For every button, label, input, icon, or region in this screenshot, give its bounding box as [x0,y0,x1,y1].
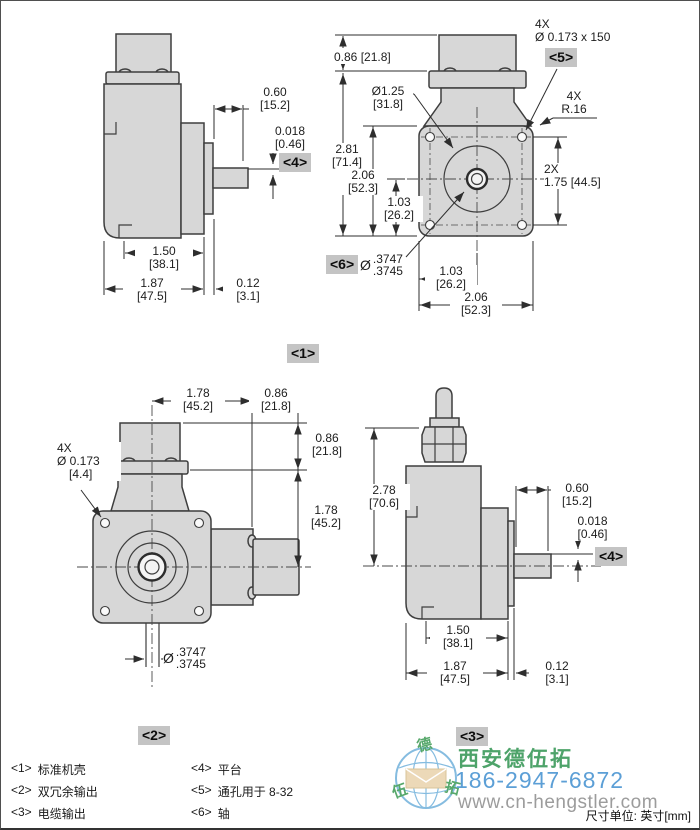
dim-body-width: 1.50[38.1] [135,245,193,271]
dim-height-center: 1.03[26.2] [375,196,423,222]
dim-cable-height-total: 2.78[70.6] [358,484,410,510]
legend-item-4: <4>平台 [191,761,242,777]
callout-tag-4-cable: <4> [595,547,628,566]
legend-item-1: <1>标准机壳 [11,761,86,777]
dim-cable-body-width: 1.50[38.1] [430,624,486,650]
dim-height-flange: 2.06[52.3] [339,169,387,195]
dual-output-view-drawing [77,395,311,689]
top-side-view-drawing [103,33,283,295]
legend-item-6: <6>轴 [191,805,230,821]
dim-dual-holes: 4X Ø 0.173 [4.4] [57,442,121,481]
dim-connector-height: 0.86 [21.8] [334,51,418,64]
front-view-drawing [335,34,597,311]
dim-total-width: 1.87[47.5] [123,277,181,303]
dim-cable-shaft-length: 0.60[15.2] [551,482,603,508]
unit-note: 尺寸单位: 英寸[mm] [585,809,691,823]
dim-cable-shaft-flat: 0.018[0.46] [565,515,620,541]
dim-width-flange: 2.06[52.3] [450,291,502,317]
cable-view-drawing [363,387,601,680]
callout-tag-1: <1> [287,344,320,363]
dim-dual-height-conn: 1.78[45.2] [301,504,351,530]
dim-shaft-diameter-dual: Ø .3747.3745 [163,645,206,671]
dim-cable-plate-thickness: 0.12[3.1] [532,660,582,686]
dim-shaft-flat: 0.018[0.46] [263,125,317,151]
dim-shaft-diameter-front: Ø .3747.3745 [360,252,403,278]
legend-item-2: <2>双冗余输出 [11,783,98,799]
dim-dual-width-conn: 1.78[45.2] [171,387,225,413]
dim-cable-total-width: 1.87[47.5] [427,660,483,686]
callout-tag-2: <2> [138,726,171,745]
legend-item-3: <3>电缆输出 [11,805,86,821]
callout-tag-3: <3> [456,727,489,746]
dim-height-total: 2.81[71.4] [325,143,369,169]
dim-dual-width-ext: 0.86[21.8] [249,387,303,413]
website-url: www.cn-hengstler.com [458,792,659,813]
dim-shaft-length: 0.60[15.2] [249,86,301,112]
legend-item-5: <5>通孔用于 8-32 [191,783,294,799]
callout-tag-4: <4> [279,153,312,172]
dim-dual-height-ext: 0.86[21.8] [302,432,352,458]
dim-plate-thickness: 0.12[3.1] [223,277,273,303]
dim-boss-diameter: Ø1.25[31.8] [363,85,413,111]
dim-width-center: 1.03[26.2] [425,265,477,291]
callout-tag-5: <5> [545,48,578,67]
callout-tag-6: <6> [326,255,359,274]
company-name: 西安德伍拓 [458,748,573,771]
company-logo [395,747,457,809]
phone-number: 186-2947-6872 [455,767,625,793]
